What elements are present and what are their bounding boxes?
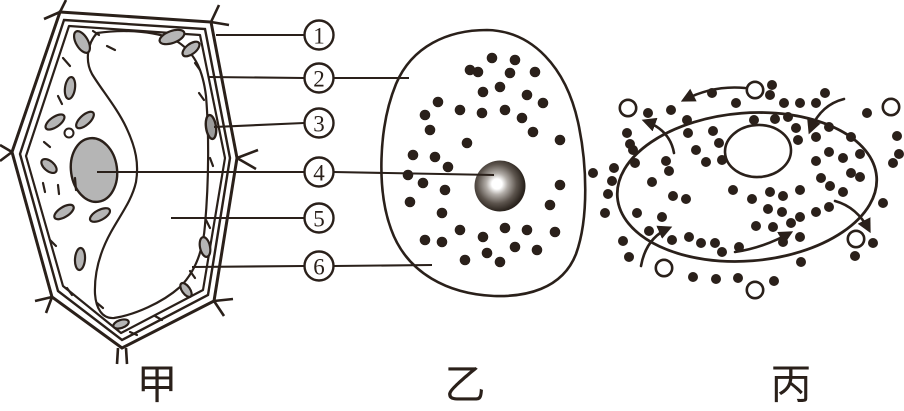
callout-2: 2 [207, 62, 409, 94]
yi-nucleus-sphere [474, 160, 526, 212]
bing-nucleus [723, 123, 793, 179]
panel-label-bing: 丙 [770, 361, 812, 408]
yi-dots [402, 52, 566, 268]
jia-cytoplasm-dashes [41, 29, 215, 337]
panel-label-jia: 甲 [136, 361, 178, 408]
callout-number-5: 5 [313, 207, 325, 232]
jia-vacuole [86, 30, 210, 320]
callout-number-4: 4 [313, 161, 325, 186]
jia-wall-junctions [0, 0, 259, 365]
bing-open-circles [618, 80, 901, 300]
yi-cell-outline [380, 28, 587, 298]
panel-label-yi: 乙 [444, 361, 486, 408]
callout-number-3: 3 [313, 112, 325, 137]
bing-dots-outside [588, 80, 904, 286]
bing-dots-inside [630, 112, 865, 257]
bing-flow-arrows [639, 86, 871, 268]
callout-4: 4 [97, 156, 495, 188]
diagram-scene: 1 2 3 4 5 6 [0, 0, 904, 365]
jia-small-organelle [63, 127, 75, 139]
callout-number-6: 6 [313, 255, 325, 280]
callout-3: 3 [213, 107, 335, 139]
jia-cell-wall-inner [18, 18, 232, 342]
callout-5: 5 [171, 202, 335, 234]
jia-nucleus [69, 136, 119, 204]
jia-chloroplasts [40, 28, 212, 330]
callout-number-1: 1 [313, 24, 325, 49]
callout-1: 1 [216, 19, 335, 51]
callout-number-2: 2 [313, 67, 325, 92]
bing-cell-outline [615, 111, 879, 263]
callout-6: 6 [191, 250, 433, 282]
jia-cell-membrane [24, 24, 227, 335]
